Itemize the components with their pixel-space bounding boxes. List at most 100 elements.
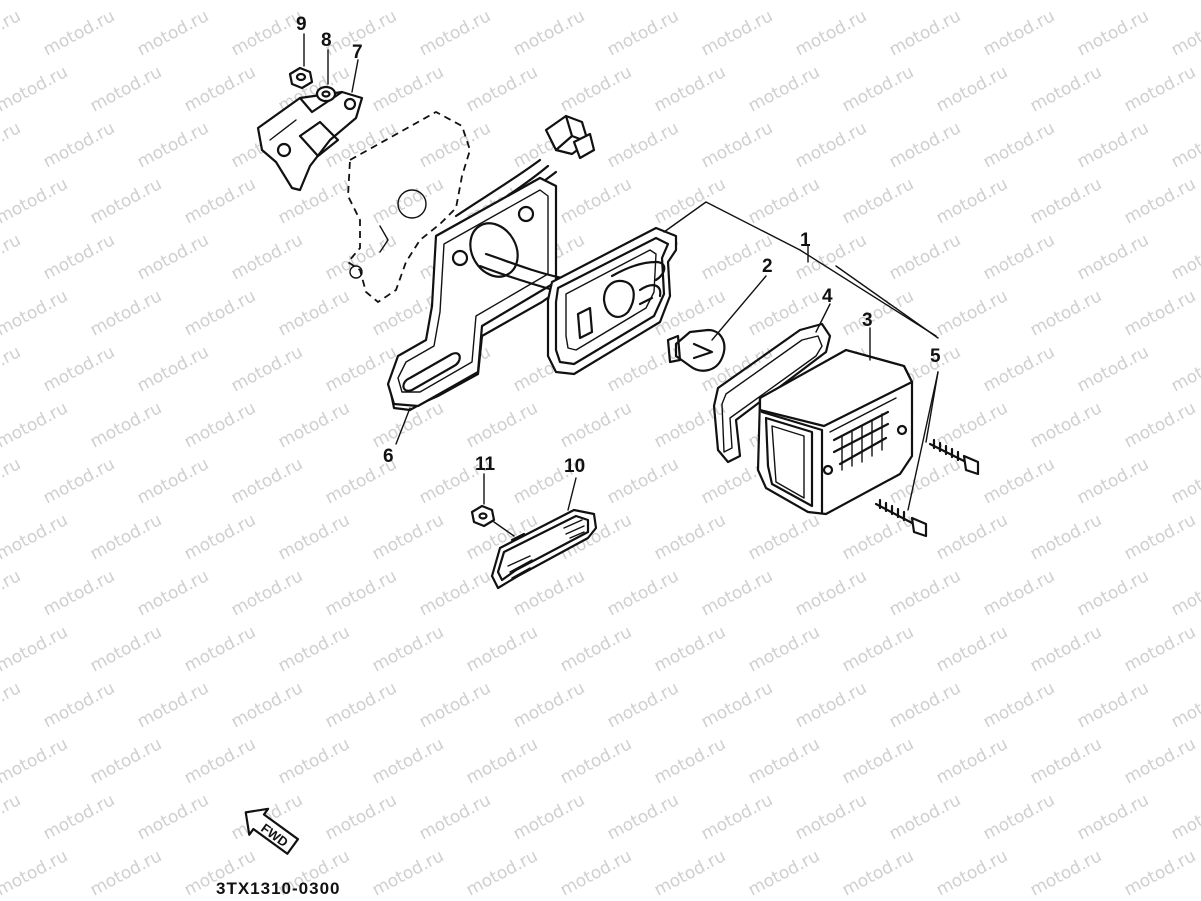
watermark-text: motod.ru <box>1027 510 1105 564</box>
watermark-text: motod.ru <box>557 398 635 452</box>
lens-ribs <box>832 410 890 471</box>
watermark-text: motod.ru <box>181 510 259 564</box>
watermark-text: motod.ru <box>933 734 1011 788</box>
watermark-text: motod.ru <box>933 622 1011 676</box>
watermark-text: motod.ru <box>1121 0 1199 4</box>
watermark-text: motod.ru <box>604 342 682 396</box>
watermark-text: motod.ru <box>557 846 635 900</box>
watermark-text: motod.ru <box>0 342 24 396</box>
watermark-text: motod.ru <box>651 174 729 228</box>
watermark-text: motod.ru <box>839 286 917 340</box>
watermark-text: motod.ru <box>1027 62 1105 116</box>
watermark-text: motod.ru <box>181 286 259 340</box>
watermark-text: motod.ru <box>0 566 24 620</box>
watermark-text: motod.ru <box>839 734 917 788</box>
part-8-washer <box>315 85 337 103</box>
watermark-text: motod.ru <box>980 678 1058 732</box>
watermark-text: motod.ru <box>0 790 24 844</box>
watermark-text: motod.ru <box>1121 398 1199 452</box>
watermark-text: motod.ru <box>416 566 494 620</box>
watermark-text: motod.ru <box>933 0 1011 4</box>
watermark-text: motod.ru <box>322 790 400 844</box>
callout-2: 2 <box>762 256 773 277</box>
callout-11: 11 <box>475 454 496 475</box>
watermark-text: motod.ru <box>792 6 870 60</box>
watermark-text: motod.ru <box>134 230 212 284</box>
watermark-text: motod.ru <box>228 454 306 508</box>
watermark-text: motod.ru <box>839 62 917 116</box>
watermark-text: motod.ru <box>87 510 165 564</box>
watermark-text: motod.ru <box>510 678 588 732</box>
watermark-text: motod.ru <box>0 454 24 508</box>
watermark-text: motod.ru <box>416 118 494 172</box>
watermark-text: motod.ru <box>1168 566 1201 620</box>
watermark-text: motod.ru <box>181 398 259 452</box>
watermark-text: motod.ru <box>839 846 917 900</box>
watermark-text: motod.ru <box>369 62 447 116</box>
watermark-text: motod.ru <box>416 678 494 732</box>
watermark-text: motod.ru <box>745 62 823 116</box>
watermark-text: motod.ru <box>1027 846 1105 900</box>
watermark-text: motod.ru <box>322 678 400 732</box>
watermark-text: motod.ru <box>933 62 1011 116</box>
watermark-text: motod.ru <box>886 118 964 172</box>
watermark-text: motod.ru <box>510 790 588 844</box>
watermark-text: motod.ru <box>1121 734 1199 788</box>
watermark-text: motod.ru <box>40 342 118 396</box>
watermark-text: motod.ru <box>1121 286 1199 340</box>
watermark-text: motod.ru <box>557 622 635 676</box>
watermark-text: motod.ru <box>745 734 823 788</box>
watermark-text: motod.ru <box>886 230 964 284</box>
part-3-lens <box>756 348 914 516</box>
watermark-text: motod.ru <box>0 174 71 228</box>
watermark-text: motod.ru <box>275 622 353 676</box>
watermark-text: motod.ru <box>604 454 682 508</box>
watermark-text: motod.ru <box>416 790 494 844</box>
watermark-text: motod.ru <box>792 678 870 732</box>
watermark-text: motod.ru <box>557 62 635 116</box>
watermark-text: motod.ru <box>0 118 24 172</box>
watermark-text: motod.ru <box>134 454 212 508</box>
watermark-text: motod.ru <box>933 286 1011 340</box>
reflector-pattern <box>507 519 585 579</box>
watermark-text: motod.ru <box>181 734 259 788</box>
watermark-text: motod.ru <box>980 118 1058 172</box>
watermark-text: motod.ru <box>1027 174 1105 228</box>
watermark-text: motod.ru <box>1074 342 1152 396</box>
watermark-text: motod.ru <box>0 678 24 732</box>
watermark-text: motod.ru <box>698 566 776 620</box>
watermark-text: motod.ru <box>604 118 682 172</box>
watermark-text: motod.ru <box>980 230 1058 284</box>
watermark-text: motod.ru <box>228 6 306 60</box>
watermark-text: motod.ru <box>698 118 776 172</box>
watermark-text: motod.ru <box>463 734 541 788</box>
watermark-text: motod.ru <box>275 174 353 228</box>
part-1-socket-base <box>546 226 678 376</box>
watermark-text: motod.ru <box>87 398 165 452</box>
watermark-text: motod.ru <box>651 734 729 788</box>
callout-6: 6 <box>383 446 394 467</box>
watermark-text: motod.ru <box>604 566 682 620</box>
watermark-text: motod.ru <box>369 846 447 900</box>
watermark-text: motod.ru <box>604 678 682 732</box>
watermark-text: motod.ru <box>792 566 870 620</box>
callout-5: 5 <box>930 346 941 367</box>
watermark-text: motod.ru <box>0 398 71 452</box>
watermark-text: motod.ru <box>134 566 212 620</box>
watermark-text: motod.ru <box>745 286 823 340</box>
watermark-text: motod.ru <box>181 62 259 116</box>
callout-9: 9 <box>296 14 307 35</box>
watermark-text: motod.ru <box>463 0 541 4</box>
watermark-text: motod.ru <box>0 734 71 788</box>
watermark-text: motod.ru <box>698 790 776 844</box>
watermark-text: motod.ru <box>1074 118 1152 172</box>
part-4-gasket <box>712 322 832 464</box>
watermark-text: motod.ru <box>933 846 1011 900</box>
watermark-text: motod.ru <box>87 0 165 4</box>
watermark-text: motod.ru <box>0 846 71 900</box>
watermark-text: motod.ru <box>933 174 1011 228</box>
watermark-text: motod.ru <box>40 678 118 732</box>
watermark-text: motod.ru <box>1074 566 1152 620</box>
frame-outline-dashed <box>346 110 471 304</box>
watermark-text: motod.ru <box>604 790 682 844</box>
